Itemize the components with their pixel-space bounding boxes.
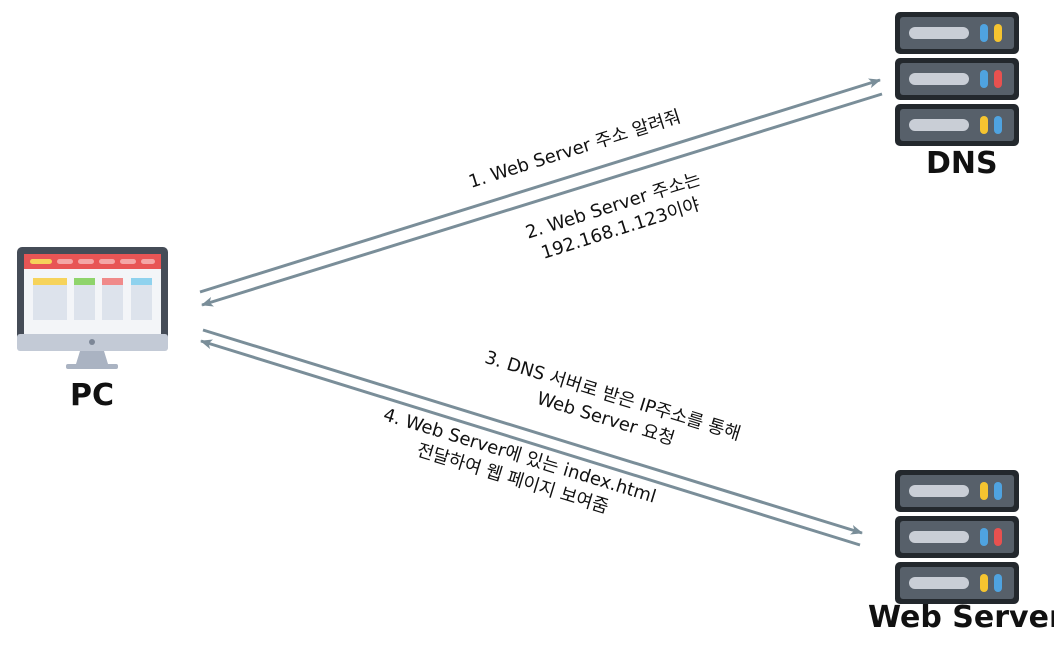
server-icon: [895, 470, 1019, 604]
arrow-step2: [201, 92, 883, 307]
arrow-step3: [202, 328, 863, 535]
monitor-icon: [17, 247, 168, 369]
server-icon: [895, 12, 1019, 146]
node-label-web-server: Web Server: [868, 600, 1054, 635]
node-label-pc: PC: [70, 378, 115, 413]
node-label-dns: DNS: [926, 146, 998, 181]
arrow-step1: [199, 78, 881, 294]
arrow-step4: [200, 339, 861, 547]
